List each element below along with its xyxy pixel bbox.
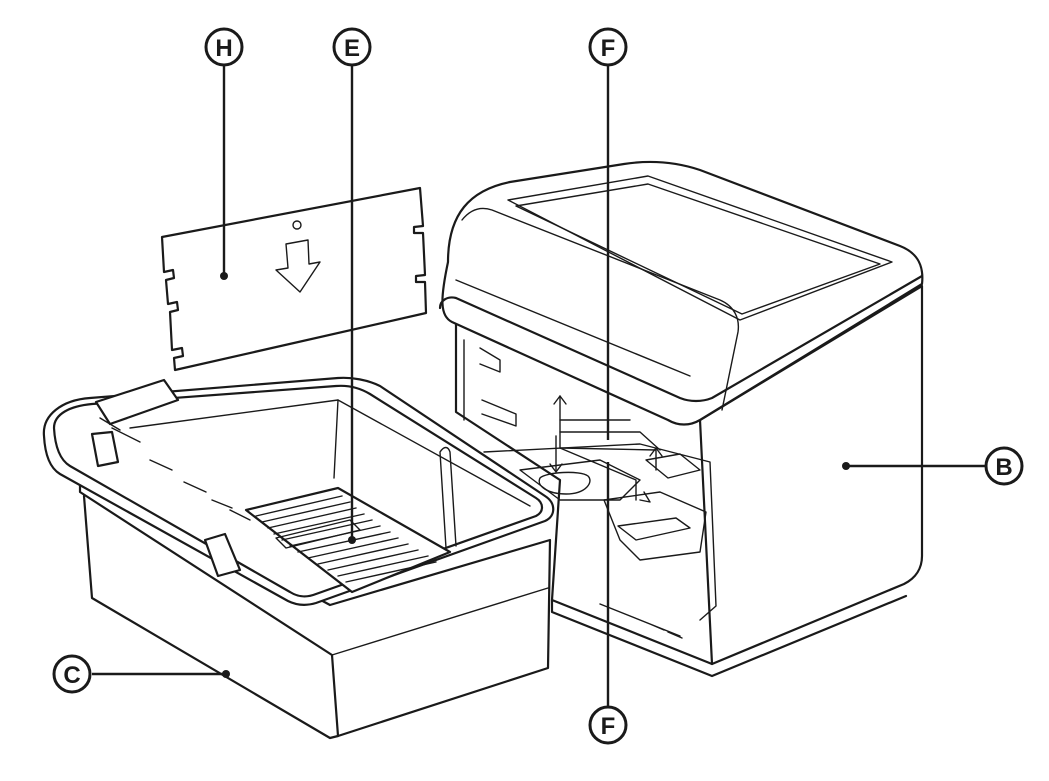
down-arrow-icon bbox=[275, 239, 321, 293]
callout-f-bottom-label: F bbox=[601, 713, 616, 740]
callout-b-label: B bbox=[995, 454, 1012, 481]
main-unit bbox=[438, 160, 924, 678]
callout-e-label: E bbox=[344, 35, 360, 62]
callout-f-bottom: F bbox=[588, 705, 628, 745]
callout-c-label: C bbox=[63, 662, 80, 689]
divider-plate bbox=[160, 186, 428, 372]
callout-f-top-label: F bbox=[601, 35, 616, 62]
airflow-arrows bbox=[549, 395, 663, 503]
callout-f-top: F bbox=[588, 27, 628, 67]
basket bbox=[42, 376, 555, 740]
callout-h: H bbox=[204, 27, 244, 67]
callout-h-label: H bbox=[215, 35, 232, 62]
callout-b: B bbox=[984, 446, 1024, 486]
callout-c: C bbox=[52, 654, 92, 694]
leader-lines bbox=[92, 66, 985, 706]
callout-e: E bbox=[332, 27, 372, 67]
